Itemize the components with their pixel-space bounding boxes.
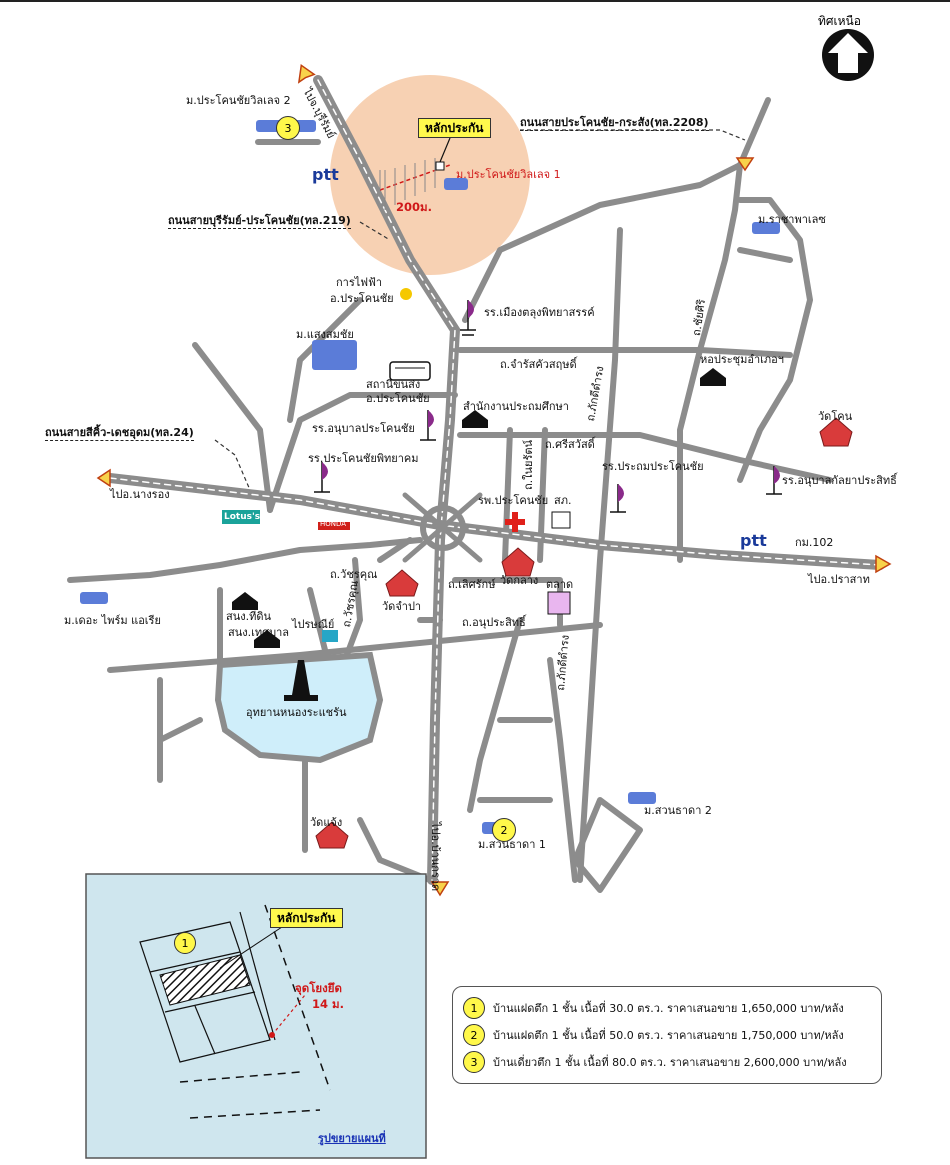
post-office-icon [322,630,338,642]
place-suan-thada-1: ม.สวนธาดา 1 [478,838,546,851]
road-label-to-prasat: ไปอ.ปราสาท [808,573,870,586]
road-label-buriram: ถนนสายบุรีรัมย์-ประโคนชัย(ทล.219) [168,214,351,229]
electricity-icon [400,288,412,300]
inset-map [85,873,427,1159]
road-label-to-nangrong: ไปอ.นางรอง [110,488,170,501]
ptt-logo-icon: ptt [312,165,339,184]
project-location-marker [435,161,445,171]
place-wat-chaeng: วัดแจ้ง [310,816,343,829]
street-label-taiban: ถ.ในยรัตน์ [522,439,535,490]
place-anuban-kanlaya: รร.อนุบาลกัลยาประสิทธิ์ [782,474,897,487]
street-label-charoen: ถ.จำรัสคัวสฤษดิ์ [500,358,577,371]
place-ratphatthana: ม.ราชาพาเลซ [758,213,826,226]
place-hospital: รพ.ประโคนชัย [478,494,549,507]
place-electricity: การไฟฟ้า [336,276,383,289]
road-label-krasang: ถนนสายประโคนชัย-กระสัง(ทล.2208) [520,116,709,131]
place-education-office: สำนักงานประถมศึกษา [463,400,569,413]
place-electricity-district: อ.ประโคนชัย [330,292,394,305]
project-village-label: ม.ประโคนชัยวิลเลจ 1 [456,168,561,181]
police-station-icon [551,511,571,529]
government-building-icons [232,368,726,648]
place-prathom-school: รร.ประถมประโคนชัย [602,460,704,473]
lotus-logo-icon [222,510,260,524]
legend-row-2: 2 บ้านแฝดตึก 1 ชั้น เนื้อที่ 50.0 ตร.ว. … [463,1024,844,1046]
place-village2: ม.ประโคนชัยวิลเลจ 2 [186,94,291,107]
project-label: หลักประกัน [418,118,491,138]
place-land-office: สนง.ที่ดิน [226,610,272,623]
place-honda: HONDA [320,520,347,528]
inset-marker-1: 1 [174,932,196,954]
street-label-loetsak: ถ.เลิศรักษ์ [448,578,496,591]
legend-row-1: 1 บ้านแฝดตึก 1 ชั้น เนื้อที่ 30.0 ตร.ว. … [463,997,844,1019]
inset-reference-label: จุดโยงยึด [295,981,342,995]
place-kindergarten: รร.อนุบาลประโคนชัย [312,422,415,435]
hospital-icon [505,512,525,532]
place-auditorium: หอประชุมอำเภอฯ [700,353,784,366]
place-market: ตลาด [546,578,574,591]
north-label: ทิศเหนือ [818,14,861,28]
place-school-muang: รร.เมืองตลุงพิทยาสรรค์ [484,306,595,319]
direction-arrows [96,63,892,897]
place-police: สภ. [554,494,572,507]
highways [105,75,885,885]
bus-station-icon [389,361,431,381]
place-saengsomchai: ม.แสงสมชัย [296,328,354,341]
property-pin-2[interactable]: 2 [492,818,516,842]
distance-label: 200ม. [396,200,432,214]
legend-number: 1 [463,997,485,1019]
property-pin-3[interactable]: 3 [276,116,300,140]
place-post-office: ไปรษณีย์ [292,618,335,631]
market-icon [547,591,571,615]
place-wat-klang: วัดกลาง [500,574,539,587]
legend-text: บ้านแฝดตึก 1 ชั้น เนื้อที่ 30.0 ตร.ว. รา… [493,1002,844,1015]
place-park: อุทยานหนองระแชรัน [246,706,347,719]
road-label-to-bankruat: ไปอ.บ้านกรวด [429,822,442,892]
park-lake [214,651,384,764]
inset-enlarge-link[interactable]: รูปขยายแผนที่ [318,1132,386,1145]
flag-cloth-icons [322,300,780,502]
honda-logo-icon [318,522,350,530]
inset-project-label: หลักประกัน [270,908,343,928]
inset-reference-distance: 14 ม. [312,997,344,1011]
soi-lines [384,158,436,210]
legend-text: บ้านเดี่ยวตึก 1 ชั้น เนื้อที่ 80.0 ตร.ว.… [493,1056,847,1069]
place-the-prime: ม.เดอะ ไพร์ม แอเรีย [64,614,161,627]
road-label-sikhiu: ถนนสายสีคิ้ว-เดชอุดม(ทล.24) [45,426,194,441]
north-arrow-icon [822,29,874,81]
price-legend: 1 บ้านแฝดตึก 1 ชั้น เนื้อที่ 30.0 ตร.ว. … [452,986,882,1084]
legend-number: 2 [463,1024,485,1046]
place-wat-khon: วัดโคน [818,410,853,423]
legend-row-3: 3 บ้านเดี่ยวตึก 1 ชั้น เนื้อที่ 80.0 ตร.… [463,1051,847,1073]
place-bus-station: สถานีขนส่ง [366,378,421,391]
monument-icon [284,660,318,701]
street-label-anuprasit: ถ.อนุประสิทธิ์ [462,616,526,629]
place-wat-champa: วัดจำปา [382,600,422,613]
road-label-km102: กม.102 [795,536,834,549]
place-lotus: Lotus's [224,512,261,522]
ptt-logo-icon: ptt [740,531,767,550]
place-suan-thada-2: ม.สวนธาดา 2 [644,804,712,817]
street-label-wachirakhun: ถ.วัชรคุณ [330,568,378,581]
temple-icons [315,417,853,849]
place-municipal-office: สนง.เทศบาล [228,626,289,639]
street-label-sribunrot: ถ.ศรีสวัสดิ์ [545,438,595,451]
legend-text: บ้านแฝดตึก 1 ชั้น เนื้อที่ 50.0 ตร.ว. รา… [493,1029,844,1042]
local-roads [67,97,833,893]
place-prakhonchai-school: รร.ประโคนชัยพิทยาคม [308,452,419,465]
place-bus-station-district: อ.ประโคนชัย [366,392,430,405]
legend-number: 3 [463,1051,485,1073]
